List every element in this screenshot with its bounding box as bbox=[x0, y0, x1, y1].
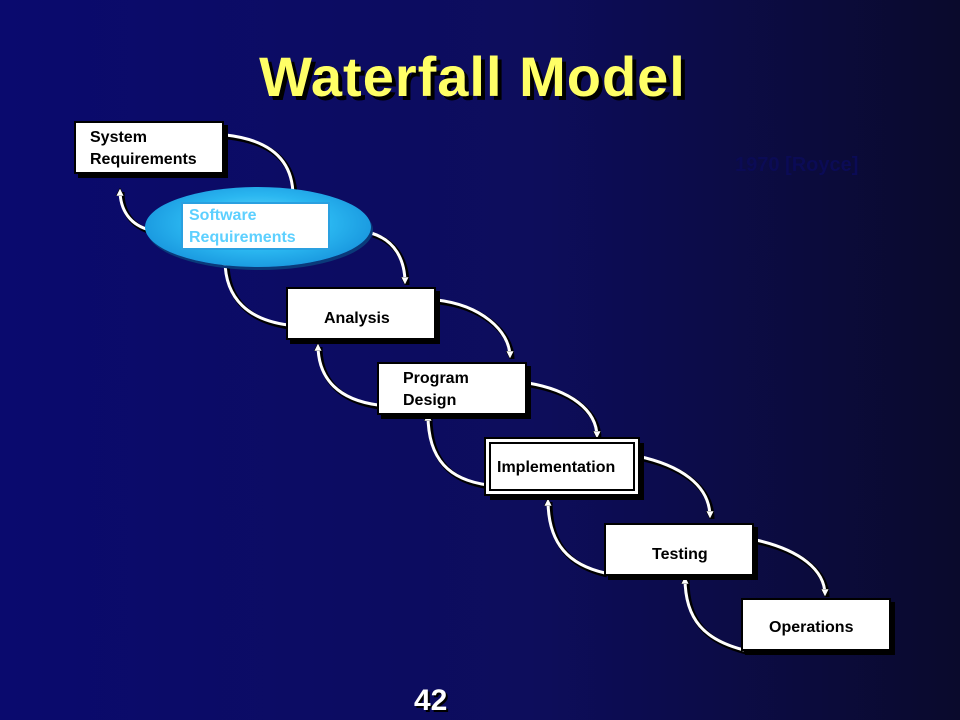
stage-label-line: Requirements bbox=[189, 229, 296, 246]
arrow-implementation-to-testing bbox=[636, 454, 710, 517]
arrow-software-to-analysis bbox=[370, 231, 405, 283]
stage-label-line: Analysis bbox=[324, 310, 390, 327]
stage-system-requirements: System Requirements bbox=[74, 121, 224, 174]
stage-software-requirements: Software Requirements bbox=[181, 202, 330, 250]
stage-testing: Testing bbox=[604, 523, 754, 576]
citation-text: 1970 [Royce] bbox=[735, 154, 859, 176]
arrow-analysis-to-design bbox=[436, 298, 510, 357]
stage-label-line: Design bbox=[403, 392, 457, 409]
arrow-design-back-to-analysis bbox=[318, 345, 379, 407]
arrow-operations-back-to-testing bbox=[685, 578, 745, 652]
stage-label-line: Program bbox=[403, 370, 469, 387]
arrow-analysis-back-to-software bbox=[225, 260, 289, 327]
stage-label-line: Software bbox=[189, 207, 257, 224]
page-number: 42 bbox=[414, 684, 448, 717]
stage-implementation: Implementation bbox=[489, 442, 635, 491]
arrow-system-to-software bbox=[225, 133, 293, 196]
stage-program-design: Program Design bbox=[377, 362, 527, 415]
stage-label-line: Implementation bbox=[497, 459, 616, 476]
arrow-testing-back-to-implementation bbox=[548, 500, 606, 575]
stage-operations: Operations bbox=[741, 598, 891, 651]
arrow-design-to-implementation bbox=[527, 381, 597, 437]
page-title: Waterfall Model bbox=[259, 45, 686, 108]
stage-label-line: Requirements bbox=[90, 151, 197, 168]
stage-label-line: Operations bbox=[769, 619, 854, 636]
stage-analysis: Analysis bbox=[286, 287, 436, 340]
arrow-testing-to-operations bbox=[755, 538, 825, 595]
arrow-implementation-back-to-design bbox=[428, 415, 489, 487]
stage-label-line: Testing bbox=[652, 546, 708, 563]
stage-label-line: System bbox=[90, 129, 147, 146]
